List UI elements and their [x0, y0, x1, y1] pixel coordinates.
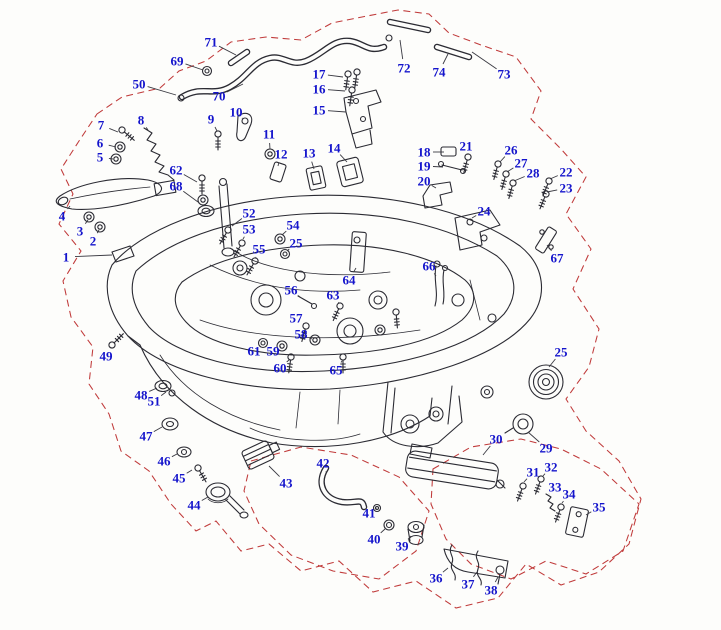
part-callout: 25 — [289, 235, 303, 251]
part-callout: 35 — [592, 499, 606, 515]
hardware-right-drawing — [422, 146, 557, 254]
part-callout: 10 — [229, 104, 243, 120]
part-callout: 13 — [302, 145, 316, 161]
part-callout: 7 — [97, 117, 105, 133]
part-callout: 61 — [247, 343, 261, 359]
part-callout: 15 — [312, 102, 326, 118]
brackets-10-14-drawing — [214, 112, 364, 191]
part-callout: 38 — [484, 582, 498, 598]
part-callout: 31 — [526, 464, 540, 480]
part-callout: 65 — [329, 362, 343, 378]
part-callout: 47 — [139, 428, 153, 444]
part-callout: 20 — [417, 173, 431, 189]
part-callout: 52 — [242, 205, 256, 221]
part-callout: 19 — [417, 158, 431, 174]
part-callout: 54 — [286, 217, 300, 233]
part-callout: 50 — [132, 76, 146, 92]
part-callout: 18 — [417, 144, 431, 160]
part-callout: 23 — [559, 180, 573, 196]
part-callout: 1 — [62, 249, 70, 265]
part-callout: 71 — [204, 34, 218, 50]
hardware-31-35-drawing — [514, 474, 589, 538]
part-callout: 2 — [89, 233, 97, 249]
part-callout: 72 — [397, 60, 411, 76]
part-callout: 4 — [58, 208, 66, 224]
part-callout: 16 — [312, 81, 326, 97]
part-callout: 40 — [367, 531, 381, 547]
part-callout: 25 — [554, 344, 568, 360]
part-callout: 27 — [514, 155, 528, 171]
boundary-lower-center — [243, 446, 430, 580]
part-callout: 34 — [562, 486, 576, 502]
part-callout: 22 — [559, 164, 573, 180]
part-callout: 39 — [395, 538, 409, 554]
fastener-column-drawing — [197, 174, 235, 257]
part-callout: 62 — [169, 162, 183, 178]
lower-hose-drawing — [241, 440, 425, 546]
boundary-lower-right — [430, 438, 640, 580]
part-callout: 41 — [362, 505, 376, 521]
part-callout: 57 — [289, 310, 303, 326]
clips-36-38-drawing — [443, 544, 509, 586]
part-callout: 53 — [242, 221, 256, 237]
leader-lines — [67, 39, 592, 583]
grommet-stack-drawing — [107, 330, 249, 519]
part-callout: 66 — [422, 258, 436, 274]
part-callout: 44 — [187, 497, 201, 513]
right-lower-drawing — [405, 364, 564, 490]
part-callout: 43 — [279, 475, 293, 491]
part-callout: 68 — [169, 178, 183, 194]
part-callout: 8 — [137, 112, 145, 128]
part-callout: 45 — [172, 470, 186, 486]
part-callout: 30 — [489, 431, 503, 447]
part-callout: 9 — [207, 111, 215, 127]
part-callout: 67 — [550, 250, 564, 266]
part-callout: 21 — [459, 138, 473, 154]
part-callout: 70 — [212, 88, 226, 104]
part-callout: 29 — [539, 440, 553, 456]
part-callout: 63 — [326, 287, 340, 303]
boundary-main — [58, 9, 642, 609]
part-callout: 28 — [526, 165, 540, 181]
part-callout: 58 — [294, 326, 308, 342]
assembly-boundary-dashed — [58, 9, 642, 609]
part-callout: 48 — [134, 387, 148, 403]
part-callout: 69 — [170, 53, 184, 69]
center-hardware-drawing — [216, 225, 449, 374]
part-callout: 42 — [316, 455, 330, 471]
part-callout: 73 — [497, 66, 511, 82]
part-callout: 3 — [76, 223, 84, 239]
bracket-15-drawing — [342, 67, 382, 149]
part-callout: 5 — [96, 149, 104, 165]
bottom-cowling-drawing — [106, 194, 543, 459]
part-callout: 26 — [504, 142, 518, 158]
part-callout: 59 — [266, 343, 280, 359]
hose-assembly-drawing — [177, 18, 473, 102]
part-callout: 49 — [99, 348, 113, 364]
part-callout: 12 — [274, 146, 288, 162]
part-callout: 74 — [432, 64, 446, 80]
part-callout: 55 — [252, 241, 266, 257]
part-callout: 56 — [284, 282, 298, 298]
part-callout: 32 — [544, 459, 558, 475]
exploded-parts-artwork — [55, 18, 589, 586]
part-callout: 64 — [342, 272, 356, 288]
part-callout: 51 — [147, 393, 161, 409]
part-callout: 24 — [477, 203, 491, 219]
part-callout: 36 — [429, 570, 443, 586]
part-callout: 11 — [262, 126, 276, 142]
part-callout: 14 — [327, 140, 341, 156]
handle-assembly-drawing — [55, 125, 177, 233]
part-callout: 60 — [273, 360, 287, 376]
part-callout: 6 — [96, 135, 104, 151]
part-callout: 46 — [157, 453, 171, 469]
part-callout: 33 — [548, 479, 562, 495]
part-callout: 37 — [461, 576, 475, 592]
part-callout: 17 — [312, 66, 326, 82]
